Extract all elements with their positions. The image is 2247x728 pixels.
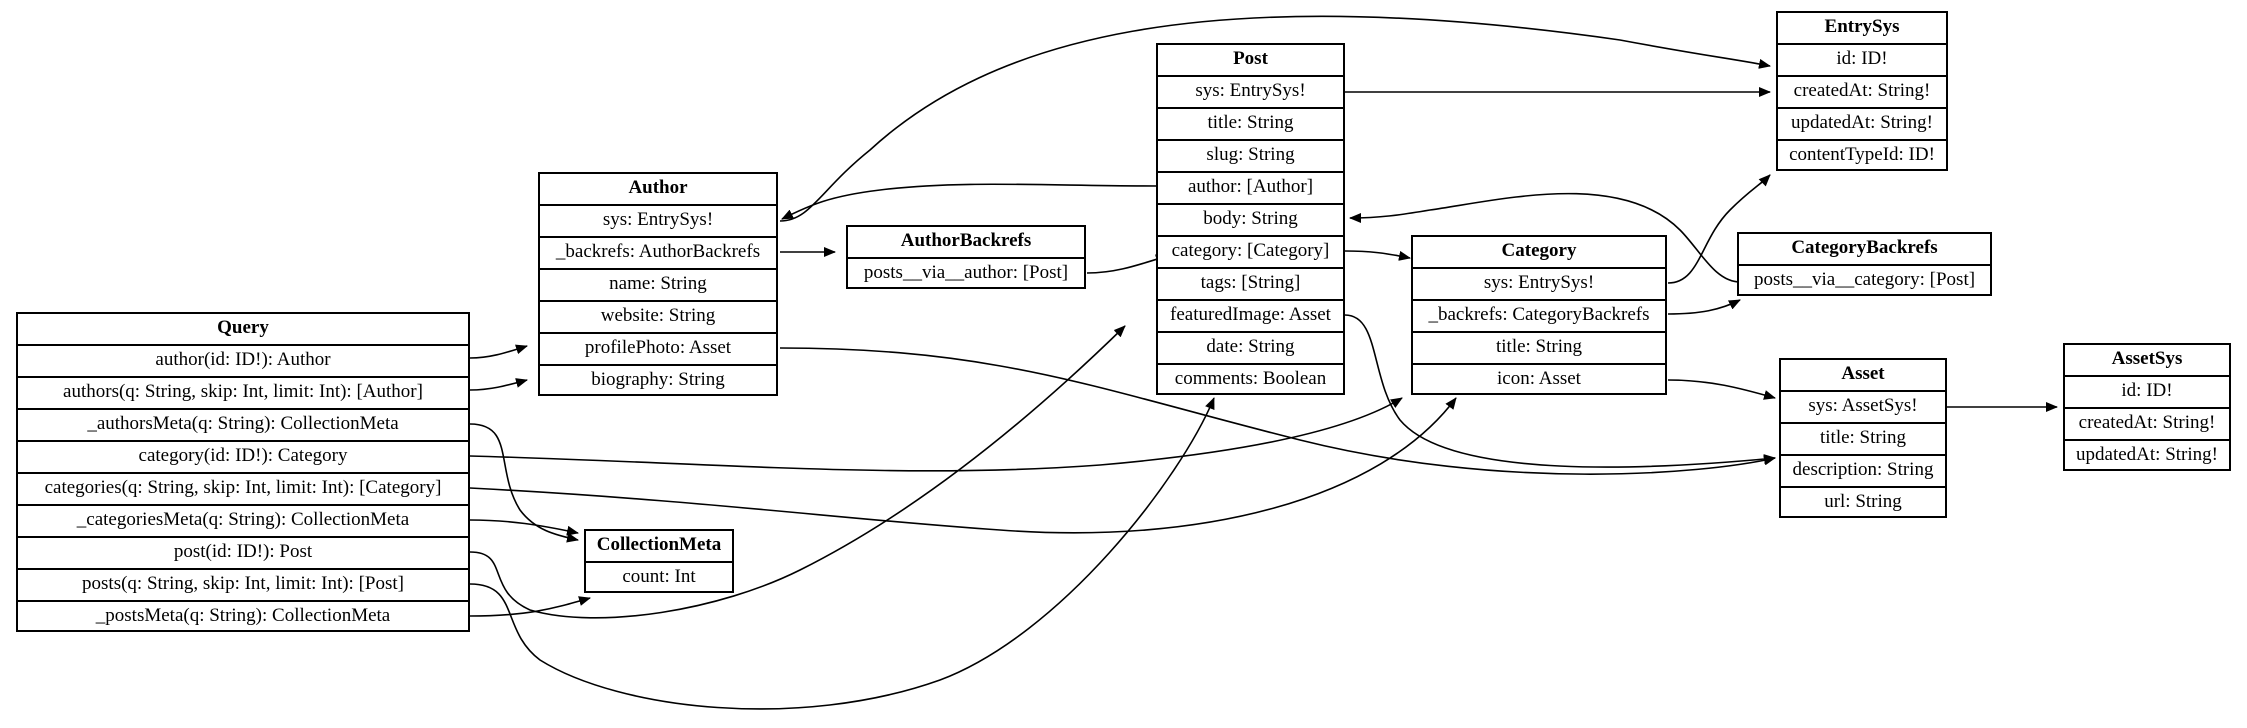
node-query-field: posts(q: String, skip: Int, limit: Int):… <box>18 570 468 602</box>
node-author-field: name: String <box>540 270 776 302</box>
node-entrysys-field: createdAt: String! <box>1778 77 1946 109</box>
edge-category-backrefs-to-categorybackrefs <box>1667 299 1741 315</box>
node-assetsys-field: createdAt: String! <box>2065 409 2229 441</box>
node-asset-field: sys: AssetSys! <box>1781 392 1945 424</box>
node-category-field: title: String <box>1413 333 1665 365</box>
node-post-field: title: String <box>1158 109 1343 141</box>
edge-query-authorsmeta-to-collectionmeta <box>469 423 579 543</box>
node-query-field: categories(q: String, skip: Int, limit: … <box>18 474 468 506</box>
node-asset-field: title: String <box>1781 424 1945 456</box>
node-author-title: Author <box>540 174 776 206</box>
node-asset-title: Asset <box>1781 360 1945 392</box>
node-authorbackrefs-field: posts__via__author: [Post] <box>863 262 1069 283</box>
node-post-field: slug: String <box>1158 141 1343 173</box>
node-query-field: category(id: ID!): Category <box>18 442 468 474</box>
node-query-field: author(id: ID!): Author <box>18 346 468 378</box>
node-query: Query author(id: ID!): Author authors(q:… <box>16 312 470 632</box>
node-assetsys-field: updatedAt: String! <box>2076 444 2218 465</box>
node-assetsys: AssetSys id: ID! createdAt: String! upda… <box>2063 343 2231 471</box>
node-author-field: _backrefs: AuthorBackrefs <box>540 238 776 270</box>
edge-query-author-to-author <box>469 344 528 359</box>
node-post-field: author: [Author] <box>1158 173 1343 205</box>
node-post-title: Post <box>1158 45 1343 77</box>
node-category-title: Category <box>1413 237 1665 269</box>
node-entrysys-field: updatedAt: String! <box>1778 109 1946 141</box>
edge-author-sys-to-entrysys <box>779 15 1771 222</box>
node-assetsys-title: AssetSys <box>2065 345 2229 377</box>
node-post-field: featuredImage: Asset <box>1158 301 1343 333</box>
edge-query-categoriesmeta-to-collectionmeta <box>469 519 579 536</box>
node-categorybackrefs-title: CategoryBackrefs <box>1739 234 1990 266</box>
edge-category-icon-to-asset <box>1667 379 1776 400</box>
node-category-field: _backrefs: CategoryBackrefs <box>1413 301 1665 333</box>
node-categorybackrefs: CategoryBackrefs posts__via__category: [… <box>1737 232 1992 296</box>
node-post-field: category: [Category] <box>1158 237 1343 269</box>
node-categorybackrefs-field: posts__via__category: [Post] <box>1753 269 1976 290</box>
node-post-field: body: String <box>1158 205 1343 237</box>
node-post-field: comments: Boolean <box>1174 368 1327 389</box>
edge-query-posts-to-post <box>469 397 1215 710</box>
node-asset-field: description: String <box>1781 456 1945 488</box>
node-query-field: _categoriesMeta(q: String): CollectionMe… <box>18 506 468 538</box>
node-entrysys-field: id: ID! <box>1778 45 1946 77</box>
node-query-field: _postsMeta(q: String): CollectionMeta <box>95 605 391 626</box>
edge-query-categories-to-category <box>469 397 1457 534</box>
node-collectionmeta-field: count: Int <box>622 566 696 587</box>
node-assetsys-field: id: ID! <box>2065 377 2229 409</box>
edge-post-category-to-category <box>1344 250 1411 261</box>
node-entrysys-field: contentTypeId: ID! <box>1789 144 1935 165</box>
node-collectionmeta-title: CollectionMeta <box>586 531 732 563</box>
node-author-field: website: String <box>540 302 776 334</box>
node-query-title: Query <box>18 314 468 346</box>
edge-categorybackrefs-to-post <box>1349 192 1741 283</box>
edge-query-authors-to-author <box>469 378 528 391</box>
node-asset: Asset sys: AssetSys! title: String descr… <box>1779 358 1947 518</box>
node-author: Author sys: EntrySys! _backrefs: AuthorB… <box>538 172 778 396</box>
edge-author-profilephoto-to-asset <box>779 347 1776 475</box>
node-entrysys: EntrySys id: ID! createdAt: String! upda… <box>1776 11 1948 171</box>
node-post: Post sys: EntrySys! title: String slug: … <box>1156 43 1345 395</box>
edge-authorbackrefs-to-post <box>1086 254 1168 274</box>
edge-query-category-to-category <box>469 397 1403 472</box>
node-query-field: authors(q: String, skip: Int, limit: Int… <box>18 378 468 410</box>
node-query-field: _authorsMeta(q: String): CollectionMeta <box>18 410 468 442</box>
node-post-field: date: String <box>1158 333 1343 365</box>
edge-post-author-to-author <box>781 183 1159 220</box>
edge-post-featuredimage-to-asset <box>1344 314 1776 468</box>
edge-query-postsmeta-to-collectionmeta <box>469 596 591 617</box>
node-author-field: profilePhoto: Asset <box>540 334 776 366</box>
node-query-field: post(id: ID!): Post <box>18 538 468 570</box>
edge-category-sys-to-entrysys <box>1667 174 1771 284</box>
node-author-field: biography: String <box>591 369 725 390</box>
node-entrysys-title: EntrySys <box>1778 13 1946 45</box>
node-author-field: sys: EntrySys! <box>540 206 776 238</box>
node-authorbackrefs: AuthorBackrefs posts__via__author: [Post… <box>846 225 1086 289</box>
node-asset-field: url: String <box>1824 491 1902 512</box>
edge-query-post-to-post <box>469 325 1126 619</box>
node-category: Category sys: EntrySys! _backrefs: Categ… <box>1411 235 1667 395</box>
node-collectionmeta: CollectionMeta count: Int <box>584 529 734 593</box>
node-category-field: icon: Asset <box>1497 368 1581 389</box>
node-post-field: sys: EntrySys! <box>1158 77 1343 109</box>
node-post-field: tags: [String] <box>1158 269 1343 301</box>
node-category-field: sys: EntrySys! <box>1413 269 1665 301</box>
node-authorbackrefs-title: AuthorBackrefs <box>848 227 1084 259</box>
